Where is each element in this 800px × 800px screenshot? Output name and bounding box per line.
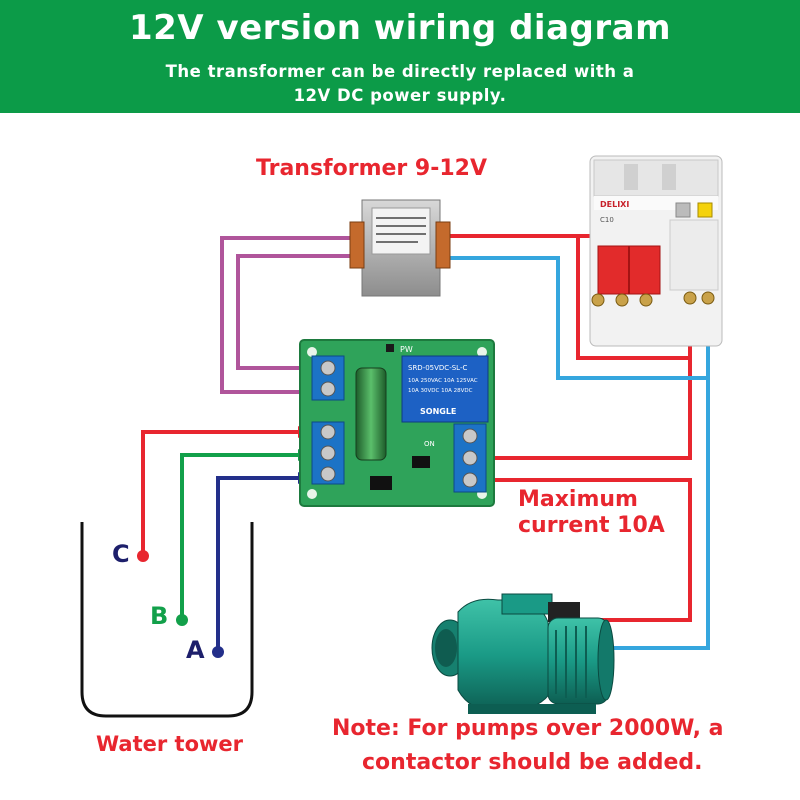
ic-chip — [370, 476, 392, 490]
pump-terminal-box — [548, 602, 580, 622]
transformer-label — [371, 207, 431, 255]
purple-wires — [220, 236, 358, 394]
probe-wire-a — [216, 476, 298, 652]
terminal-screw — [462, 472, 478, 488]
note-line-1: Note: For pumps over 2000W, a — [332, 716, 724, 741]
breaker-top-slot — [662, 164, 676, 190]
breaker-screw — [701, 291, 715, 305]
on-label: ON — [424, 440, 435, 448]
breaker-top — [593, 159, 719, 197]
breaker-screw — [615, 293, 629, 307]
breaker-model: C10 — [600, 216, 614, 224]
relay — [401, 355, 489, 423]
water-pump — [431, 593, 615, 714]
mount-hole — [307, 347, 317, 357]
breaker-test-yellow — [697, 202, 713, 218]
probe-label-c: C — [112, 540, 130, 568]
probe-label-b: B — [150, 602, 169, 630]
probe-label-a: A — [186, 636, 205, 664]
probe-dot-a — [212, 646, 224, 658]
breaker-right-panel — [669, 219, 719, 291]
max-current-line-2: current 10A — [518, 513, 665, 538]
tank-outline — [80, 522, 254, 718]
header-banner: 12V version wiring diagram The transform… — [0, 0, 800, 113]
terminal-screw — [320, 445, 336, 461]
probe-dot-c — [137, 550, 149, 562]
relay-model: SRD-05VDC-SL-C — [408, 364, 467, 372]
red-wire-nc-to-pump — [470, 478, 692, 622]
pump-outlet — [501, 593, 553, 615]
terminal-screw — [462, 450, 478, 466]
transformer-coil-left — [349, 221, 365, 269]
page-title: 12V version wiring diagram — [128, 8, 672, 48]
probe-wire-b — [180, 453, 298, 618]
mount-hole — [307, 489, 317, 499]
mount-hole — [477, 347, 487, 357]
pump-base — [468, 704, 596, 714]
circuit-breaker: DELIXI C10 — [589, 155, 723, 347]
breaker-screw — [683, 291, 697, 305]
breaker-test-r — [675, 202, 691, 218]
subtitle-line-1: The transformer can be directly replaced… — [165, 62, 635, 81]
breaker-top-slot — [624, 164, 638, 190]
terminal-screw — [320, 381, 336, 397]
relay-brand: SONGLE — [420, 407, 456, 416]
probe-wires — [141, 430, 298, 652]
breaker-screw — [639, 293, 653, 307]
breaker-brand: DELIXI — [600, 200, 629, 209]
relay-rating-1: 10A 250VAC 10A 125VAC — [408, 378, 478, 384]
breaker-screw — [591, 293, 605, 307]
terminal-screw — [320, 424, 336, 440]
blue-wires — [436, 256, 710, 650]
probe-wire-c — [141, 430, 298, 556]
max-current-line-1: Maximum — [518, 487, 638, 512]
subtitle-line-2: 12V DC power supply. — [293, 86, 507, 105]
terminal-screw — [320, 466, 336, 482]
led — [386, 344, 394, 352]
relay-rating-2: 10A 30VDC 10A 28VDC — [408, 388, 473, 394]
blue-wire-breaker-to-pump — [602, 300, 710, 650]
capacitor — [355, 367, 387, 461]
pump-inlet-face — [435, 629, 457, 667]
note-line-2: contactor should be added. — [362, 750, 703, 775]
terminal-screw — [320, 360, 336, 376]
probe-dot-b — [176, 614, 188, 626]
relay-board: PW SRD-05VDC-SL-C 10A 250VAC 10A 125VAC … — [299, 339, 495, 507]
purple-wire-1 — [220, 236, 358, 394]
transformer — [349, 199, 451, 297]
pump-end-cap — [597, 619, 615, 701]
pump-volute — [457, 598, 553, 713]
water-tower — [80, 522, 254, 718]
transformer-label-text: Transformer 9-12V — [256, 156, 488, 181]
terminal-screw — [462, 428, 478, 444]
pw-label: PW — [400, 345, 413, 354]
red-wire-breaker-to-com — [470, 300, 692, 460]
transformer-coil-right — [435, 221, 451, 269]
jumper — [412, 456, 430, 468]
water-tower-label: Water tower — [96, 732, 243, 756]
purple-wire-2 — [236, 254, 358, 370]
